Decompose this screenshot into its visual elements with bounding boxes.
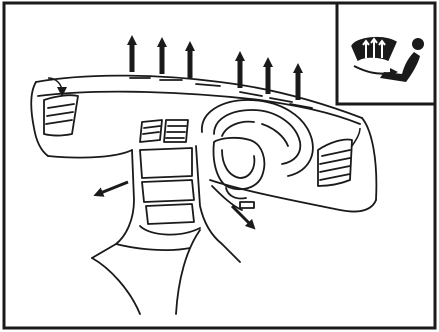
occupant-head: [412, 38, 424, 50]
lower-left-arrow: [98, 182, 128, 194]
console-tray: [146, 204, 194, 224]
centre-vent-right-louvres: [166, 126, 186, 138]
floor-line-left: [116, 244, 190, 250]
floor-line-back: [176, 230, 200, 314]
dash-top-edge: [36, 76, 362, 118]
steering-column-shroud: [214, 138, 265, 189]
right-outer-vent-louvres: [320, 150, 350, 180]
cluster-bezel: [214, 110, 300, 164]
left-outer-vent-louvres: [46, 104, 74, 124]
console-left-edge: [92, 150, 134, 258]
console-panel-lower: [142, 180, 194, 202]
dashboard-illustration: [31, 76, 376, 314]
centre-vent-left: [140, 120, 162, 142]
demister-slots-left: [130, 78, 220, 86]
dash-right-end: [362, 118, 376, 200]
right-vent-swirl: [352, 128, 360, 146]
cluster-hood: [202, 100, 313, 176]
lower-right-arrow: [232, 206, 252, 226]
mode-icon-box: [337, 3, 435, 104]
dash-lower-left: [48, 150, 132, 158]
console-panel-upper: [140, 148, 192, 178]
floor-line-front: [92, 258, 140, 314]
console-base: [140, 226, 200, 235]
vent-swirl-arrows: [48, 78, 360, 146]
steering-shroud-inner: [222, 150, 254, 178]
lower-duct-outlet: [240, 202, 254, 208]
centre-vent-left-louvres: [143, 126, 160, 134]
airflow-arrows: [98, 40, 298, 226]
dash-left-end: [31, 82, 48, 156]
demist-arrows: [363, 39, 385, 58]
